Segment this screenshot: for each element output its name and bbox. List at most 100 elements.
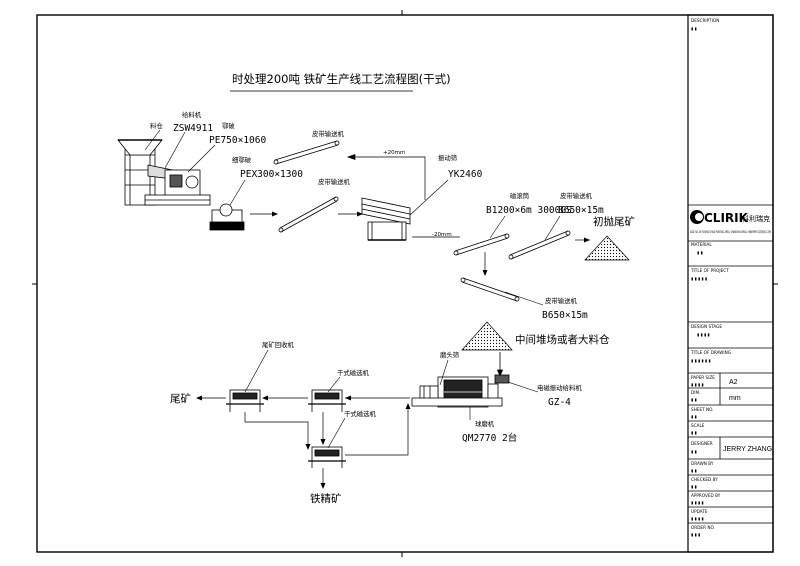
leader-jaw bbox=[187, 144, 216, 173]
label-ball-mill-spec: QM2770 2台 bbox=[462, 432, 517, 444]
label-feeder: 给料机 bbox=[182, 110, 202, 119]
tb-title-of-project: TITLE OF PROJECT bbox=[690, 268, 729, 273]
tb-update: UPDATE bbox=[691, 509, 708, 514]
label-tailings-initial: 初抛尾矿 bbox=[593, 215, 635, 228]
tb-scale: SCALE bbox=[691, 423, 705, 428]
belt-conveyor-1 bbox=[273, 140, 340, 165]
tb-checked-by: CHECKED BY bbox=[691, 477, 718, 482]
tb-description-stamp: ▮ ▮ bbox=[691, 26, 697, 31]
label-screen-spec: YK2460 bbox=[448, 169, 483, 180]
tb-dim-label: DIM. bbox=[691, 390, 700, 395]
fine-jaw-crusher bbox=[209, 203, 245, 231]
title-block-text: DESCRIPTION ▮ ▮ CLIRIK 科利瑞克 ADD: NO.19,F… bbox=[690, 18, 772, 537]
tb-paper-size: A2 bbox=[729, 379, 738, 386]
recovery-to-sep2-line bbox=[244, 412, 309, 448]
vibrating-feeder bbox=[494, 352, 510, 384]
vibrating-screen bbox=[361, 197, 411, 241]
return-line-to-mill bbox=[345, 405, 409, 456]
diagram-title-text: 时处理200吨 铁矿生产线工艺流程图(干式) bbox=[232, 72, 451, 86]
tb-drawn-by: DRAWN BY bbox=[691, 461, 714, 466]
leader-mill-head bbox=[439, 359, 449, 386]
leader-fine-jaw bbox=[229, 179, 246, 206]
initial-tailings-pile bbox=[584, 235, 630, 261]
arrowhead-down-belt4 bbox=[482, 270, 488, 276]
arrowhead-tailings bbox=[196, 395, 202, 401]
label-jaw: 鄂破 bbox=[222, 121, 235, 130]
leader-feeder bbox=[164, 131, 186, 169]
arrowhead-tailings-initial bbox=[584, 237, 590, 243]
tb-designer: JERRY ZHANG bbox=[723, 446, 772, 453]
belt-conveyor-2 bbox=[278, 196, 339, 233]
tb-order-no: ORDER NO. bbox=[691, 525, 715, 530]
belt-conveyor-3 bbox=[508, 230, 571, 260]
leader-magnetic bbox=[489, 215, 506, 239]
dry-magnetic-separator-2 bbox=[308, 446, 346, 468]
tb-sheet-no: SHEET NO. bbox=[691, 407, 714, 412]
sheet-frame bbox=[32, 10, 778, 557]
label-bin: 料仓 bbox=[150, 121, 163, 130]
label-tailings: 尾矿 bbox=[170, 392, 191, 405]
oversize-return bbox=[346, 154, 426, 200]
tb-project-stamp: ▮ ▮ ▮ ▮ ▮ bbox=[691, 276, 707, 281]
company-logo: CLIRIK 科利瑞克 bbox=[690, 210, 770, 225]
dry-magnetic-separator-1 bbox=[308, 389, 346, 412]
arrowhead-fine-jaw-to-belt2 bbox=[272, 211, 278, 217]
leader-dry-sep2 bbox=[327, 417, 346, 449]
label-belt3-spec: B650×15m bbox=[558, 205, 604, 216]
label-vib-feeder: 电磁振动给料机 bbox=[537, 383, 582, 392]
tb-description: DESCRIPTION bbox=[691, 18, 719, 23]
tb-address: ADD: NO.19,FUQING ROAD,PUDONG AREA, SHAN… bbox=[690, 230, 771, 234]
label-jaw-spec: PE750×1060 bbox=[209, 135, 266, 146]
label-mill-head: 磨头筛 bbox=[440, 350, 460, 359]
arrowhead-mill-to-sep1 bbox=[345, 395, 351, 401]
magnetic-drum-belt bbox=[453, 233, 510, 256]
label-belt4: 皮带输送机 bbox=[545, 296, 578, 305]
tb-paper-size-label: PAPER SIZE bbox=[691, 375, 715, 380]
label-screen: 振动筛 bbox=[438, 153, 458, 162]
label-belt3: 皮带输送机 bbox=[560, 191, 593, 200]
title-block bbox=[687, 14, 774, 553]
label-concentrate: 铁精矿 bbox=[310, 492, 342, 505]
tb-material-stamp: ▮ ▮ bbox=[697, 250, 703, 255]
leader-dry-sep1 bbox=[327, 376, 341, 393]
label-feeder-spec: ZSW4911 bbox=[173, 123, 213, 134]
stockpile-pile bbox=[461, 321, 513, 351]
tb-designer-stamp: ▮ ▮ bbox=[691, 449, 697, 454]
belt-conveyor-4 bbox=[460, 277, 520, 302]
arrowhead-sep1-to-recovery bbox=[262, 395, 268, 401]
logo-text: CLIRIK bbox=[704, 211, 749, 225]
leader-belt4 bbox=[504, 291, 544, 306]
arrowhead-belt2-to-screen bbox=[357, 211, 363, 217]
label-fine-jaw: 细鄂破 bbox=[232, 155, 252, 164]
leader-bin bbox=[144, 129, 161, 151]
label-undersize: -20mm bbox=[432, 232, 452, 238]
label-belt2: 皮带输送机 bbox=[318, 177, 351, 186]
tb-designer-label: DESIGNER bbox=[691, 441, 713, 446]
leader-belt3 bbox=[544, 215, 561, 241]
tb-drawing-stamp: ▮ ▮ ▮ ▮ ▮ ▮ bbox=[691, 358, 711, 363]
tb-sheet-stamp: ▮ ▮ bbox=[691, 414, 697, 419]
label-ball-mill: 球磨机 bbox=[475, 419, 495, 428]
leader-screen bbox=[409, 179, 449, 216]
label-belt4-spec: B650×15m bbox=[542, 310, 588, 321]
tb-update-stamp: ▮ ▮ ▮ ▮ bbox=[691, 516, 704, 521]
tb-stage-stamp: ▮ ▮ ▮ ▮ bbox=[697, 332, 710, 337]
label-recovery: 尾矿回收机 bbox=[262, 340, 295, 349]
label-oversize: +20mm bbox=[383, 150, 405, 156]
label-vib-feeder-spec: GZ-4 bbox=[548, 397, 571, 408]
label-dry-sep2: 干式磁选机 bbox=[344, 409, 377, 418]
arrowhead-return-to-mill bbox=[405, 403, 411, 409]
bin-feeder-jaw-assembly bbox=[117, 139, 211, 206]
logo-chinese: 科利瑞克 bbox=[742, 214, 770, 223]
tb-dim-stamp: ▮ ▮ bbox=[691, 397, 697, 402]
tb-order-stamp: ▮ ▮ ▮ bbox=[691, 532, 700, 537]
tb-checked-stamp: ▮ ▮ bbox=[691, 484, 697, 489]
label-stockpile: 中间堆场或者大料仓 bbox=[515, 333, 610, 346]
tb-paper-stamp: ▮ ▮ ▮ ▮ bbox=[691, 382, 704, 387]
ball-mill bbox=[411, 376, 503, 408]
tb-scale-stamp: ▮ ▮ bbox=[691, 430, 697, 435]
label-magnetic: 磁滚筒 bbox=[510, 191, 529, 200]
tb-dim: mm bbox=[729, 395, 741, 402]
leader-vib-feeder bbox=[507, 381, 539, 393]
